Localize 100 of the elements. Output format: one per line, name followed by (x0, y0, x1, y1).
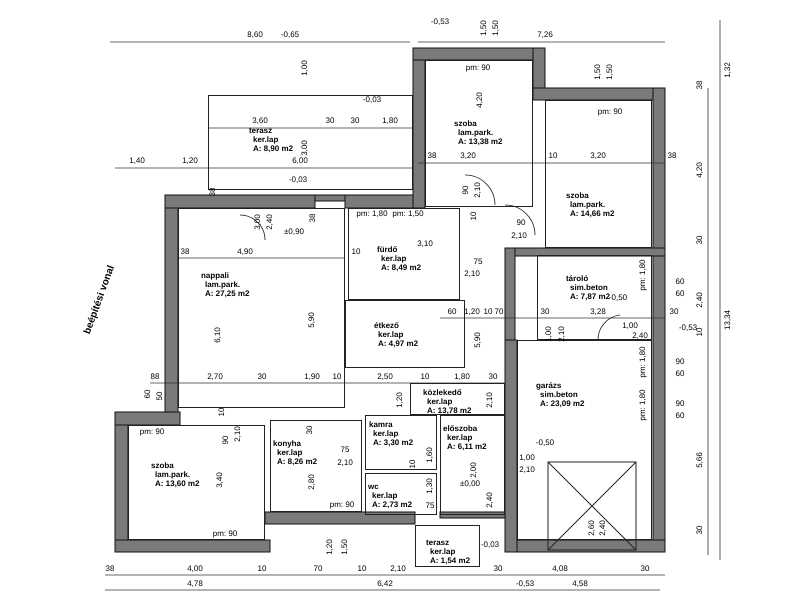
dimension-text: 1,50 (480, 20, 488, 36)
dimension-text: 2,40 (696, 292, 704, 308)
floor-material: lam.park. (155, 470, 192, 479)
room-outline (365, 473, 437, 515)
dimension-text: -0,65 (280, 31, 300, 39)
dimension-text: 2,10 (474, 182, 482, 198)
dimension-text: 3,10 (417, 240, 433, 248)
room-outline (537, 255, 652, 340)
dimension-text: -0,50 (536, 439, 554, 447)
room-name: fürdő (377, 245, 398, 254)
dimension-text: 60 (676, 370, 684, 378)
dimension-text: 88 (150, 373, 160, 381)
floor-material: ker.lap (381, 254, 408, 263)
room-outline (545, 100, 652, 248)
floor-material: sim.beton (570, 283, 609, 292)
dimension-text: -0,53 (430, 18, 450, 26)
dimension-text: 7,26 (537, 31, 553, 39)
dimension-text: 5,66 (696, 452, 704, 468)
dimension-text: 1,20 (396, 392, 404, 408)
dimension-text: 38 (209, 188, 217, 196)
dimension-text: 90 (462, 186, 470, 194)
dimension-text: 10 (332, 373, 342, 381)
room-area: A: 13,38 m2 (458, 137, 502, 146)
dimension-text: pm: 90 (140, 428, 164, 436)
room-name: garázs (536, 381, 562, 390)
room-outline (208, 95, 413, 190)
floor-material: ker.lap (378, 330, 404, 339)
dimension-text: 60 (676, 278, 684, 286)
floor-material: ker.lap (427, 397, 454, 406)
room-name: wc (368, 482, 380, 491)
floor-material: lam.park. (205, 280, 242, 289)
dimension-text: pm: 90 (212, 530, 238, 538)
dimension-text: 10 (409, 460, 417, 468)
dimension-text: 5,90 (474, 332, 482, 348)
room-area: A: 6,11 m2 (447, 442, 487, 451)
dimension-text: 10 (696, 328, 704, 336)
dimension-text: 1,80 (382, 117, 398, 125)
dimension-text: -0,53 (516, 580, 534, 588)
dimension-text: pm: 1,80 (356, 210, 388, 218)
dimension-text: 1,60 (426, 447, 434, 463)
floor-material: ker.lap (253, 135, 280, 144)
dimension-text: ±0,90 (284, 228, 304, 236)
dimension-text: 90 (222, 436, 230, 444)
dimension-text: 2,10 (519, 466, 535, 474)
dimension-text: pm: 1,80 (639, 389, 647, 421)
room-area: A: 23,09 m2 (540, 399, 584, 408)
room-area: A: 8,26 m2 (277, 457, 318, 466)
dimension-text: 3,00 (254, 214, 262, 230)
dimension-text: pm: 90 (598, 108, 622, 116)
dimension-text: 1,30 (426, 478, 434, 494)
dimension-text: 2,40 (599, 520, 607, 536)
room-outline (517, 340, 652, 540)
room-name: terasz (249, 126, 274, 135)
dimension-text: pm: 90 (466, 64, 490, 72)
dimension-text: 1,50 (492, 20, 500, 36)
room-area: A: 8,90 m2 (253, 144, 294, 153)
dimension-text: 2,40 (266, 214, 274, 230)
room-outline (425, 60, 533, 207)
floor-material: ker.lap (447, 433, 474, 442)
dimension-text: 10 (218, 408, 226, 416)
floor-material: ker.lap (277, 448, 304, 457)
room-outline (348, 208, 460, 300)
dimension-text: 2,10 (486, 392, 494, 408)
dimension-text: -0,03 (362, 96, 382, 104)
dimension-text: 75 (426, 502, 434, 510)
room-outline (415, 525, 480, 567)
room-outline (440, 415, 505, 515)
dimension-text: 38 (696, 80, 704, 90)
dimension-text: 13,34 (724, 310, 732, 330)
dimension-text: 38 (309, 214, 317, 222)
dimension-text: 30 (350, 117, 360, 125)
dimension-text: pm: 1,80 (639, 259, 647, 291)
dimension-text: 70 (314, 565, 322, 573)
floor-material: ker.lap (373, 429, 400, 438)
dimension-text: 2,00 (470, 462, 478, 478)
dimension-text: 90 (676, 358, 684, 366)
dimension-text: 4,58 (572, 580, 588, 588)
room-outline (178, 208, 345, 408)
room-name: szoba (566, 191, 590, 200)
dimension-text: -0,50 (608, 294, 628, 302)
dimension-text: 38 (180, 248, 190, 256)
dimension-text: 10 (258, 565, 266, 573)
dimension-text: 30 (326, 117, 334, 125)
dimension-text: 1,40 (129, 157, 145, 165)
floor-material: sim.beton (540, 390, 579, 399)
dimension-text: 6,10 (214, 327, 222, 343)
floor-material: ker.lap (430, 547, 456, 556)
dimension-text: 75 (340, 446, 350, 454)
floor-material: lam.park. (458, 128, 494, 137)
dimension-text: 2,70 (207, 373, 223, 381)
room-name: konyha (273, 439, 302, 448)
dimension-text: 2,40 (632, 332, 648, 340)
dimension-text: 30 (670, 308, 678, 316)
room-outline (128, 425, 265, 540)
dimension-text: 4,08 (552, 565, 568, 573)
dimension-text: 4,00 (187, 565, 203, 573)
dimension-text: 30 (488, 373, 498, 381)
dimension-text: pm: 1,50 (392, 210, 424, 218)
dimension-text: 3,20 (460, 152, 476, 160)
floor-material: lam.park. (570, 200, 606, 209)
